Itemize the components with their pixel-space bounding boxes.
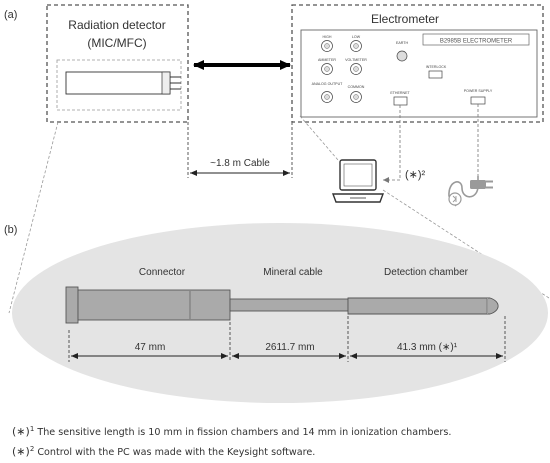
connector-flange: [65, 286, 79, 324]
electrometer-title: Electrometer: [371, 12, 439, 26]
port-label-ethernet: ETHERNET: [390, 91, 410, 95]
panel-a-label: (a): [4, 9, 17, 21]
detector-inner-frame: [56, 59, 182, 111]
cable-dimension: ~1.8 m Cable: [187, 122, 293, 178]
port-power-supply: [470, 96, 486, 105]
electrometer-model: B2985B ELECTROMETER: [440, 39, 513, 45]
label-connector: Connector: [139, 267, 186, 278]
port-label-high: HIGH: [323, 35, 332, 39]
footnote-2-sup: 2: [29, 445, 35, 453]
footnotes: (∗)1 The sensitive length is 10 mm in fi…: [12, 421, 544, 461]
footnote-1-mark: (∗): [12, 425, 30, 438]
port-label-voltmeter: VOLTMETER: [345, 58, 367, 62]
electrometer-box: Electrometer B2985B ELECTROMETER HIGH LO…: [291, 4, 544, 123]
footnote-2-text: Control with the PC was made with the Ke…: [37, 447, 316, 458]
port-ethernet: [393, 96, 408, 106]
connector-body: [77, 289, 231, 321]
port-label-low: LOW: [352, 35, 361, 39]
footnote-2: (∗)2 Control with the PC was made with t…: [12, 441, 544, 461]
port-earth: [396, 50, 408, 62]
dim-cable: 2611.7 mm: [265, 342, 314, 353]
cable-label: ~1.8 m Cable: [210, 158, 270, 169]
detector-connector-block: [161, 71, 171, 95]
port-label-analog-output: ANALOG OUTPUT: [312, 82, 344, 86]
footnote-1-text: The sensitive length is 10 mm in fission…: [37, 427, 452, 438]
footnote-1: (∗)1 The sensitive length is 10 mm in fi…: [12, 421, 544, 441]
label-detection-chamber: Detection chamber: [384, 267, 469, 278]
detector-assembly: [65, 286, 499, 324]
detector-title: Radiation detector: [68, 18, 165, 32]
electrometer-display: [422, 33, 530, 46]
label-mineral-cable: Mineral cable: [263, 267, 323, 278]
zoom-leader-left: [8, 121, 59, 314]
power-plug-icon: [448, 176, 493, 207]
detector-subtitle: (MIC/MFC): [87, 36, 146, 50]
detector-body: [65, 71, 171, 95]
radiation-detector-box: Radiation detector (MIC/MFC): [46, 4, 189, 123]
dim-connector: 47 mm: [135, 342, 166, 353]
port-interlock: [428, 70, 443, 79]
port-label-ammeter: AMMETER: [318, 58, 336, 62]
dim-chamber: 41.3 mm (∗)¹: [397, 342, 458, 353]
ethernet-line: [383, 105, 401, 183]
panel-b-label: (b): [4, 224, 17, 236]
laptop-icon: [331, 159, 385, 203]
footnote-2-mark: (∗): [12, 445, 30, 458]
mineral-cable: [229, 298, 349, 312]
port-label-interlock: INTERLOCK: [426, 65, 447, 69]
footnote-1-sup: 1: [29, 425, 35, 433]
assembly-dimensions: 47 mm 2611.7 mm 41.3 mm (∗)¹: [68, 316, 506, 362]
port-label-earth: EARTH: [396, 41, 409, 45]
port-label-common: COMMON: [348, 85, 365, 89]
port-label-power-supply: POWER SUPPLY: [464, 89, 493, 93]
detection-chamber: [347, 297, 499, 315]
pc-note: (∗)²: [405, 169, 426, 181]
